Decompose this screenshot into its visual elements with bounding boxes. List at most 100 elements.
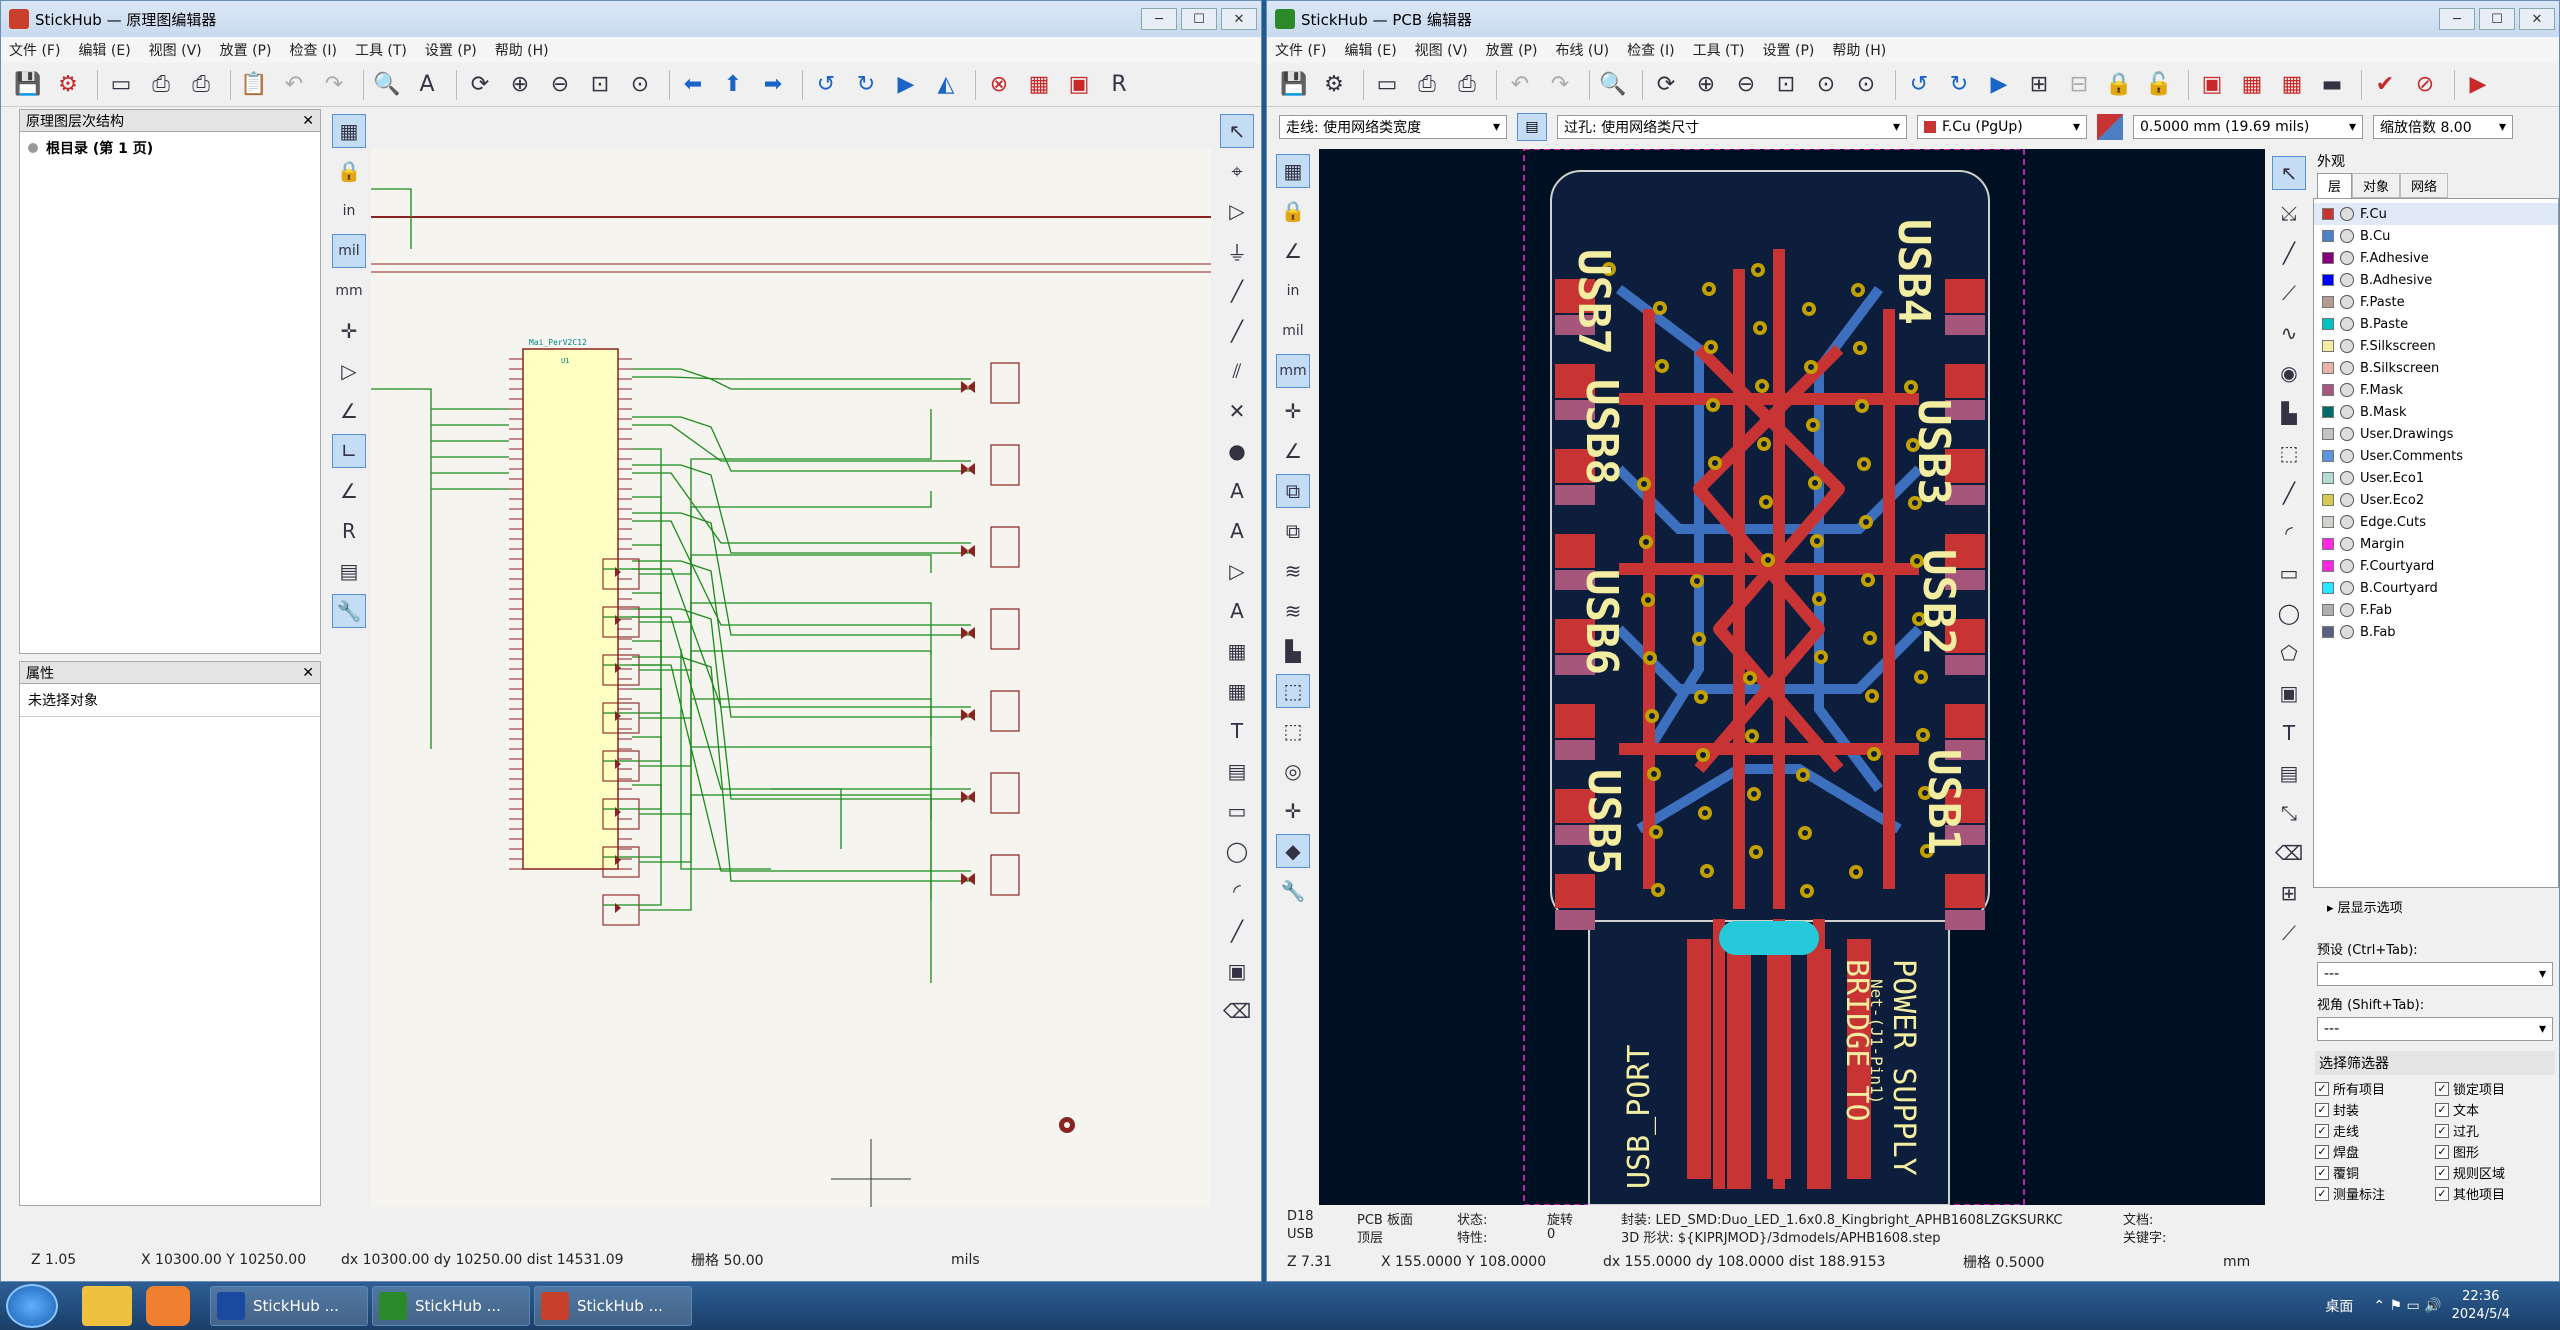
filter-checkbox[interactable]: ✓覆铜 — [2315, 1163, 2435, 1182]
back-icon[interactable]: ⬅ — [683, 72, 703, 97]
layer-row[interactable]: B.Fab — [2314, 621, 2558, 643]
filter-checkbox[interactable]: ✓过孔 — [2435, 1121, 2555, 1140]
hidden-pins-icon[interactable]: ▷ — [341, 359, 357, 383]
tune-length-icon[interactable]: ∿ — [2280, 321, 2298, 345]
measure-icon[interactable]: ⟋ — [2282, 921, 2296, 945]
image-icon[interactable]: ▣ — [1227, 959, 1247, 983]
add-symbol-icon[interactable]: ▷ — [1229, 199, 1245, 223]
line-icon[interactable]: ╱ — [1230, 919, 1244, 943]
annotate-icon[interactable]: ▣ — [1068, 72, 1090, 97]
layer-color-swatch[interactable] — [2322, 494, 2334, 506]
menu-inspect[interactable]: 检查 (I) — [1627, 43, 1675, 59]
eye-icon[interactable] — [2340, 427, 2354, 441]
layer-color-swatch[interactable] — [2322, 230, 2334, 242]
angle-45-icon[interactable]: ∠ — [340, 399, 358, 423]
hierarchy-nav-icon[interactable]: ▤ — [339, 559, 359, 583]
layer-color-swatch[interactable] — [2322, 604, 2334, 616]
cursor-icon[interactable]: ✛ — [340, 319, 358, 343]
board-setup-icon[interactable]: ⚙ — [1324, 72, 1344, 97]
lock-icon[interactable]: 🔒 — [336, 159, 362, 183]
highlight-net-icon[interactable]: ⌖ — [1231, 159, 1243, 183]
layer-color-swatch[interactable] — [2322, 428, 2334, 440]
eye-icon[interactable] — [2340, 251, 2354, 265]
plot-icon[interactable]: ⎙ — [192, 72, 210, 97]
eye-icon[interactable] — [2340, 471, 2354, 485]
pad-sketch-icon[interactable]: ⬚ — [1283, 719, 1303, 743]
eye-icon[interactable] — [2340, 537, 2354, 551]
layer-color-swatch[interactable] — [2322, 274, 2334, 286]
maximize-button[interactable]: ☐ — [2479, 8, 2515, 30]
eye-icon[interactable] — [2340, 603, 2354, 617]
eye-icon[interactable] — [2340, 449, 2354, 463]
draw-circle-icon[interactable]: ◯ — [2277, 601, 2301, 625]
grid-icon[interactable]: ▦ — [332, 114, 366, 148]
unit-mil-button[interactable]: mil — [332, 234, 366, 268]
mirror-v-icon[interactable]: ◭ — [937, 72, 955, 97]
filter-checkbox[interactable]: ✓文本 — [2435, 1100, 2555, 1119]
zone-outline-icon[interactable]: ⬚ — [1276, 674, 1310, 708]
menu-settings[interactable]: 设置 (P) — [1762, 43, 1815, 59]
erc-icon[interactable]: R — [1111, 72, 1127, 97]
clock[interactable]: 22:36 2024/5/4 — [2452, 1288, 2510, 1324]
filter-checkbox[interactable]: ✓封装 — [2315, 1100, 2435, 1119]
eye-icon[interactable] — [2340, 559, 2354, 573]
layer-color-swatch[interactable] — [2322, 318, 2334, 330]
net-label-icon[interactable]: A — [1230, 479, 1244, 503]
netlist-icon[interactable]: ▣ — [2201, 72, 2223, 97]
layer-color-swatch[interactable] — [2322, 252, 2334, 264]
layer-row[interactable]: B.Adhesive — [2314, 269, 2558, 291]
paste-icon[interactable]: 📋 — [240, 72, 268, 97]
find-icon[interactable]: 🔍 — [373, 72, 401, 97]
layer-row[interactable]: F.Paste — [2314, 291, 2558, 313]
menu-view[interactable]: 视图 (V) — [1414, 43, 1468, 59]
menu-edit[interactable]: 编辑 (E) — [78, 43, 131, 59]
zoom-in-icon[interactable]: ⊕ — [510, 72, 530, 97]
save-icon[interactable]: 💾 — [1280, 72, 1308, 97]
task-pcb[interactable]: StickHub ... — [372, 1286, 530, 1326]
route-diff-icon[interactable]: ⟋ — [2282, 281, 2296, 305]
layer-color-swatch[interactable] — [2322, 296, 2334, 308]
scripting-icon[interactable]: ⊘ — [2415, 72, 2435, 97]
set-origin-icon[interactable]: ⊞ — [2280, 881, 2298, 905]
minimize-button[interactable]: ─ — [2439, 8, 2475, 30]
layer-row[interactable]: User.Comments — [2314, 445, 2558, 467]
menu-settings[interactable]: 设置 (P) — [424, 43, 477, 59]
eye-icon[interactable] — [2340, 339, 2354, 353]
cursor-icon[interactable]: ✛ — [1284, 399, 1302, 423]
properties-icon[interactable]: 🔧 — [1280, 879, 1306, 903]
add-text-icon[interactable]: T — [1230, 719, 1244, 743]
via-sketch-icon[interactable]: ◎ — [1284, 759, 1302, 783]
preset-select[interactable]: ---▾ — [2317, 962, 2553, 986]
import-sheet-icon[interactable]: ▦ — [1227, 679, 1247, 703]
eye-icon[interactable] — [2340, 361, 2354, 375]
add-wire-icon[interactable]: ╱ — [1230, 279, 1244, 303]
layer-row[interactable]: F.Mask — [2314, 379, 2558, 401]
schematic-switch-icon[interactable]: ▶ — [2469, 72, 2487, 97]
flip-icon[interactable]: ▶ — [1990, 72, 2008, 97]
layer-row[interactable]: F.Fab — [2314, 599, 2558, 621]
text-var-icon[interactable]: A — [1230, 599, 1244, 623]
task-schematic[interactable]: StickHub ... — [534, 1286, 692, 1326]
add-image-icon[interactable]: ▣ — [2279, 681, 2299, 705]
layer-color-swatch[interactable] — [2322, 340, 2334, 352]
add-zone-icon[interactable]: ▙ — [2281, 401, 2297, 425]
unlock-icon[interactable]: 🔓 — [2145, 72, 2173, 97]
zoom-fit-icon[interactable]: ⊡ — [1776, 72, 1796, 97]
layer-color-swatch[interactable] — [2322, 450, 2334, 462]
menu-place[interactable]: 放置 (P) — [219, 43, 272, 59]
tab-objects[interactable]: 对象 — [2352, 173, 2401, 198]
layer-color-swatch[interactable] — [2322, 208, 2334, 220]
tab-layers[interactable]: 层 — [2317, 173, 2353, 198]
menu-help[interactable]: 帮助 (H) — [494, 43, 549, 59]
rule-area-icon[interactable]: ⬚ — [2279, 441, 2299, 465]
filter-checkbox[interactable]: ✓所有项目 — [2315, 1079, 2435, 1098]
eye-icon[interactable] — [2340, 207, 2354, 221]
layer-row[interactable]: Edge.Cuts — [2314, 511, 2558, 533]
curved-ratsnest-icon[interactable]: ⧉ — [1285, 519, 1301, 543]
zone-fill-icon[interactable]: ▙ — [1285, 639, 1301, 663]
layer-color-swatch[interactable] — [2322, 516, 2334, 528]
page-setup-icon[interactable]: ▭ — [1376, 72, 1398, 97]
ungroup-icon[interactable]: ⊟ — [2069, 72, 2089, 97]
layer-row[interactable]: F.Silkscreen — [2314, 335, 2558, 357]
rotate-cw-icon[interactable]: ↻ — [1949, 72, 1969, 97]
